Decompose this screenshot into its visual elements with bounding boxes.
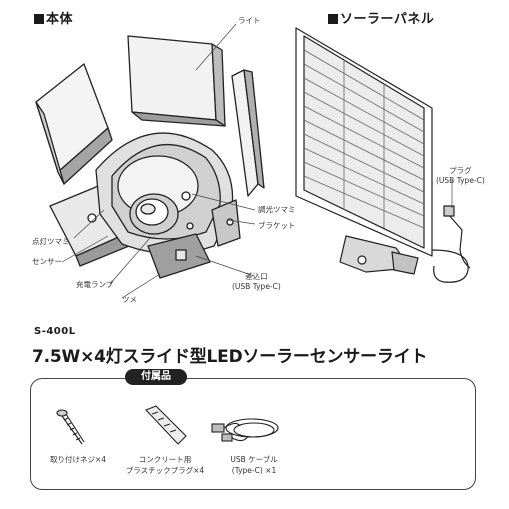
callout-bracket: ブラケット <box>258 221 296 230</box>
lamp-panel-top <box>127 35 226 127</box>
callout-dimmer-knob: 調光ツマミ <box>258 205 296 214</box>
body-section-title-text: 本体 <box>46 12 74 27</box>
callout-plug-line1: プラグ <box>449 166 472 175</box>
central-housing <box>95 132 234 255</box>
lamp-panel-left <box>35 63 113 185</box>
callout-plug: プラグ (USB Type-C) <box>436 166 485 186</box>
accessory-plug-label: コンクリート用 プラスチックプラグ×4 <box>110 454 220 476</box>
plastic-plug-icon <box>145 405 187 445</box>
model-number: S-400L <box>34 326 76 337</box>
lamp-panel-bottom <box>147 233 211 279</box>
usb-cable-icon <box>211 418 279 442</box>
accessory-plug-line2: プラスチックプラグ×4 <box>125 466 205 475</box>
accessory-screw-label: 取り付けネジ×4 <box>36 454 120 465</box>
accessory-cable-line2: (Type-C) ×1 <box>231 466 277 475</box>
accessories-header: 付属品 <box>125 369 187 385</box>
callout-port: 差込口 (USB Type-C) <box>232 272 281 292</box>
callout-charge-lamp: 充電ランプ <box>76 280 114 289</box>
panel-section-title-text: ソーラーパネル <box>340 12 435 27</box>
product-name: 7.5W×4灯スライド型LEDソーラーセンサーライト <box>32 347 428 367</box>
screw-icon <box>56 409 85 445</box>
solar-panel-illustration <box>295 27 471 283</box>
callout-sensor: センサー <box>32 257 62 266</box>
square-bullet-icon <box>34 14 44 24</box>
accessory-cable-line1: USB ケーブル <box>230 455 278 464</box>
accessory-screw-line1: 取り付けネジ×4 <box>49 455 107 464</box>
square-bullet-icon <box>328 14 338 24</box>
accessory-cable-label: USB ケーブル (Type-C) ×1 <box>212 454 296 476</box>
callout-port-line1: 差込口 <box>245 272 268 281</box>
accessories-box <box>30 378 476 490</box>
callout-light: ライト <box>238 16 261 25</box>
callout-knob: ツメ <box>122 295 137 304</box>
callout-on-knob: 点灯ツマミ <box>32 237 70 246</box>
panel-section-title: ソーラーパネル <box>328 8 434 27</box>
callout-plug-line2: (USB Type-C) <box>436 176 485 185</box>
callout-port-line2: (USB Type-C) <box>232 282 281 291</box>
lamp-panel-right <box>231 69 265 197</box>
body-section-title: 本体 <box>34 8 73 27</box>
accessory-plug-line1: コンクリート用 <box>138 455 192 464</box>
